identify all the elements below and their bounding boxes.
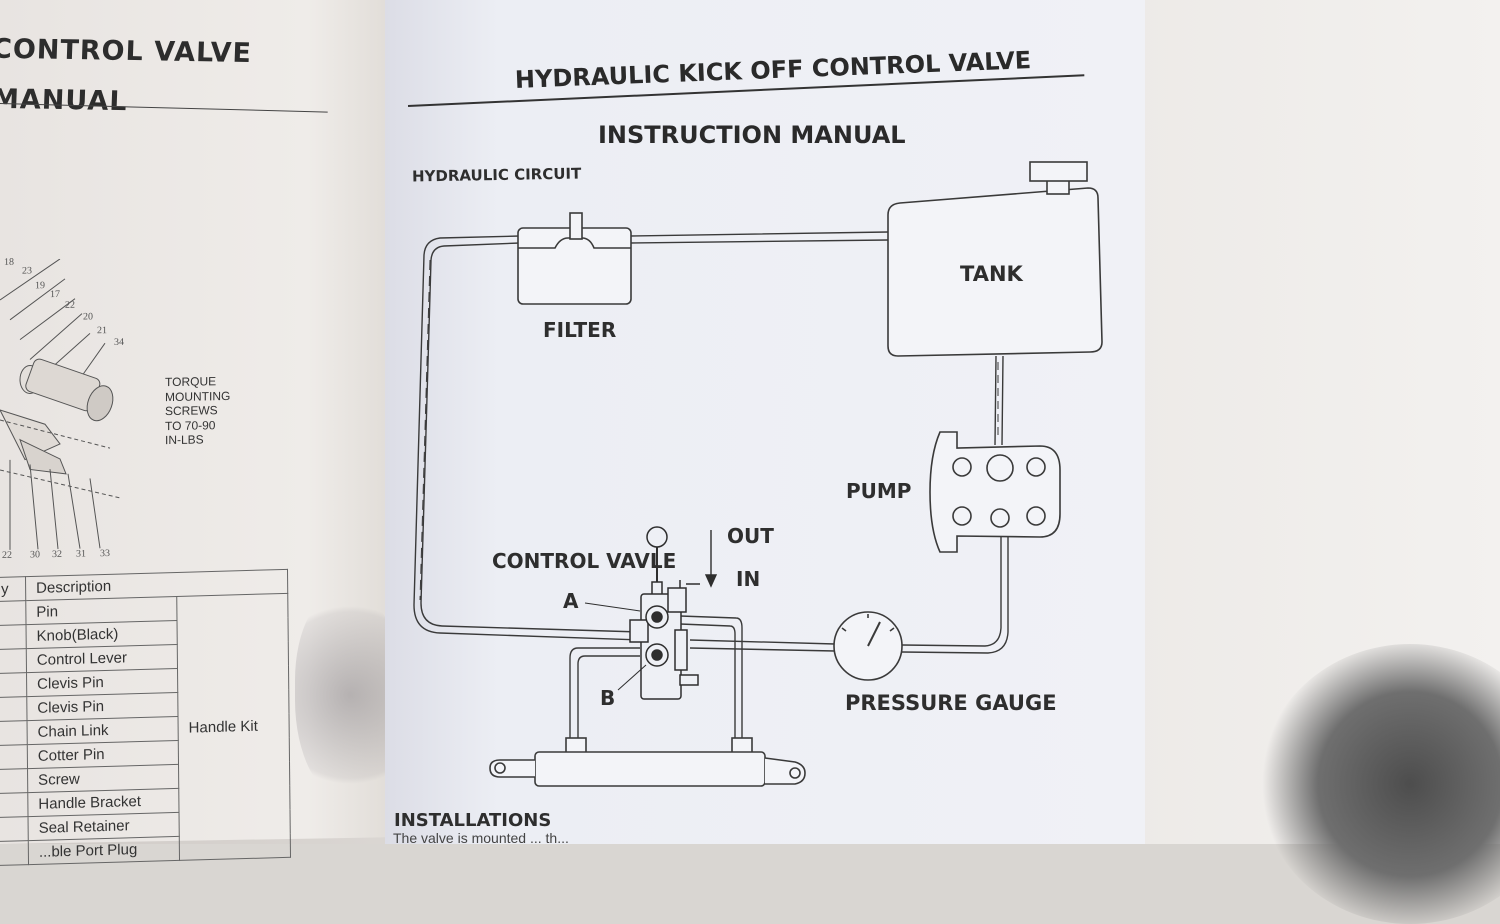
right-page [385, 0, 1145, 844]
filter [517, 212, 632, 305]
pressure-gauge-label: PRESSURE GAUGE [845, 691, 1057, 715]
pump-label: PUMP [846, 479, 912, 503]
in-label: IN [736, 567, 761, 591]
filter-label: FILTER [543, 318, 617, 342]
exploded-view-drawing [0, 258, 121, 550]
installations-heading: INSTALLATIONS [394, 810, 552, 831]
pressure-gauge [833, 611, 903, 681]
hydraulic-cylinder [489, 737, 806, 787]
pump [929, 431, 1061, 553]
tank-label: TANK [960, 262, 1023, 286]
left-page: CONTROL VALVE MANUAL 18 23 19 17 22 20 2… [0, 0, 385, 866]
hydraulic-circuit-diagram [413, 161, 1103, 787]
control-valve-label: CONTROL VAVLE [492, 549, 677, 573]
tank [887, 161, 1103, 357]
installations-text: The valve is mounted ... th... [393, 830, 569, 846]
page-subtitle: INSTRUCTION MANUAL [598, 121, 906, 149]
port-b-label: B [600, 686, 616, 710]
port-a-label: A [563, 589, 579, 613]
out-label: OUT [727, 524, 774, 548]
control-valve [629, 526, 700, 700]
